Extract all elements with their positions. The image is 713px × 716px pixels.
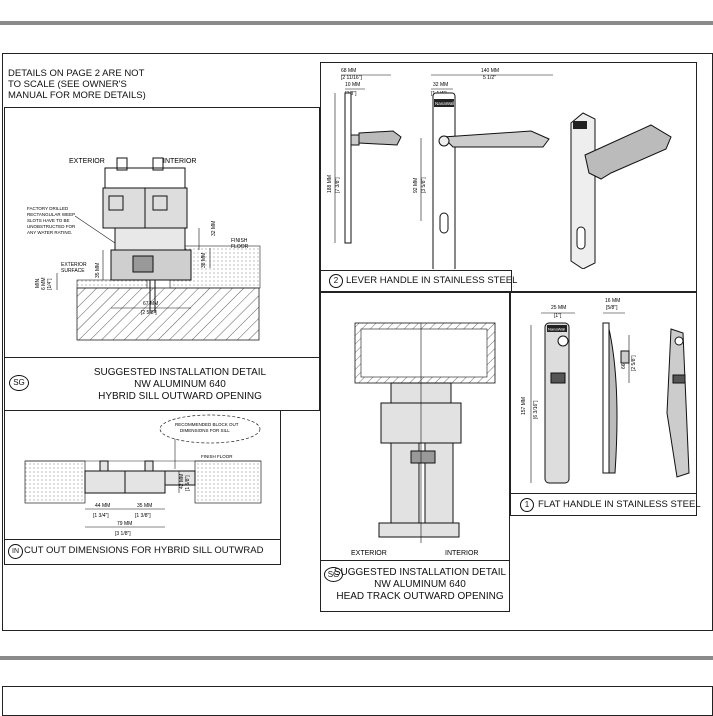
sill-interior-label: INTERIOR xyxy=(163,158,196,165)
scale-note-line-3: MANUAL FOR MORE DETAILS) xyxy=(8,90,146,101)
weep-note-line: UNOBSTRUCTED FOR xyxy=(27,224,76,229)
weep-note-line: SLOTS HAVE TO BE xyxy=(27,218,70,223)
head-interior-label: INTERIOR xyxy=(445,550,478,557)
flat-dim-16: 16 MM xyxy=(605,298,620,304)
flat-dim-157-in: [6 3/16"] xyxy=(533,400,539,419)
lever-dim-32: 32 MM xyxy=(433,82,448,88)
head-caption-box xyxy=(320,560,510,612)
cutout-slab-right xyxy=(194,460,262,504)
cutout-dim-44: 44 MM xyxy=(95,503,110,509)
flat-front-view: NanaWall xyxy=(544,322,570,484)
sill-dim-min-in: [1/4"] xyxy=(47,278,53,290)
head-exterior-label: EXTERIOR xyxy=(351,550,387,557)
flat-dim-66-in: [2 5/8"] xyxy=(631,355,637,371)
flat-dim-25-in: [1"] xyxy=(554,313,562,319)
sill-dim-width-in: [2 5/8"] xyxy=(141,310,157,316)
lever-dim-140-in: 5 1/2" xyxy=(483,75,496,81)
cutout-callout-line: DIMENSIONS FOR SILL xyxy=(180,428,230,433)
lever-front-view: NanaWall xyxy=(432,92,550,269)
lever-perspective-view xyxy=(570,112,672,269)
lever-dim-140: 140 MM xyxy=(481,68,499,74)
weep-note: FACTORY DRILLED RECTANGULAR WEEP SLOTS H… xyxy=(27,206,76,235)
sill-exterior-surface: SURFACE xyxy=(61,268,85,274)
sill-caption-line: HYBRID SILL OUTWARD OPENING xyxy=(98,391,262,402)
cutout-callout-line: RECOMMENDED BLOCK OUT xyxy=(175,422,239,427)
lever-dim-68-in: [2 11/16"] xyxy=(341,75,362,81)
flat-caption-box xyxy=(510,493,697,516)
scale-note-line-2: TO SCALE (SEE OWNER'S xyxy=(8,79,127,90)
head-profile xyxy=(378,382,462,538)
cutout-dim-44-in: [1 3/4"] xyxy=(93,513,109,519)
cutout-caption: CUT OUT DIMENSIONS FOR HYBRID SILL OUTWR… xyxy=(24,545,264,556)
weep-note-line: FACTORY DRILLED xyxy=(27,206,69,211)
flat-dim-25: 25 MM xyxy=(551,305,566,311)
sill-profile xyxy=(102,157,192,313)
cutout-dim-79-in: [3 1/8"] xyxy=(115,531,131,537)
flat-brand: NanaWall xyxy=(548,327,565,332)
flat-handle-drawing: 25 MM [1"] 16 MM [5/8"] 157 MM [6 3/16"]… xyxy=(521,298,690,484)
sill-finish-floor: FINISH xyxy=(231,238,248,244)
sill-dim-min: MIN. xyxy=(35,277,41,288)
sill-detail-drawing: EXTERIOR INTERIOR FACTORY DRILLED RECTAN… xyxy=(27,157,261,341)
head-track-badge: SG xyxy=(324,567,343,582)
lever-dim-92-in: [3 5/8"] xyxy=(421,177,427,193)
flat-side-view xyxy=(602,322,630,474)
sill-dim-35: 35 MM xyxy=(95,263,101,278)
flat-dim-16-in: [5/8"] xyxy=(606,305,618,311)
lever-dim-188: 188 MM xyxy=(327,175,333,193)
cutout-drawing: RECOMMENDED BLOCK OUT DIMENSIONS FOR SIL… xyxy=(24,414,262,537)
lever-dim-188-in: [7 3/8"] xyxy=(335,177,341,193)
flat-caption: FLAT HANDLE IN STAINLESS STEEL xyxy=(538,499,701,510)
lever-caption-box xyxy=(320,270,512,292)
callout-cloud xyxy=(159,414,261,444)
flat-dim-157: 157 MM xyxy=(521,397,527,415)
sill-caption-line: NW ALUMINUM 640 xyxy=(134,379,226,390)
cutout-badge: IN xyxy=(8,544,23,559)
bottom-rule xyxy=(0,656,713,660)
concrete-slab xyxy=(76,287,260,341)
sill-dim-min-mm: 6 MM xyxy=(41,278,47,291)
sill-exterior-label: EXTERIOR xyxy=(69,158,105,165)
sill-exterior-surface: EXTERIOR xyxy=(61,262,87,268)
cutout-slab-left xyxy=(24,460,86,504)
weep-note-line: RECTANGULAR WEEP xyxy=(27,212,75,217)
head-track-drawing: EXTERIOR INTERIOR xyxy=(351,322,496,557)
lever-drawing: 68 MM [2 11/16"] 10 MM [3/8"] 32 MM [1 1… xyxy=(327,68,672,269)
head-caption: SUGGESTED INSTALLATION DETAIL NW ALUMINU… xyxy=(330,567,510,603)
cutout-dim-79: 79 MM xyxy=(117,521,132,527)
scale-note-line-1: DETAILS ON PAGE 2 ARE NOT xyxy=(8,68,145,79)
sill-dim-32: 32 MM xyxy=(211,221,217,236)
head-caption-line: NW ALUMINUM 640 xyxy=(374,579,466,590)
flat-badge: 1 xyxy=(520,498,534,512)
lever-badge: 2 xyxy=(329,274,343,288)
lever-caption: LEVER HANDLE IN STAINLESS STEEL xyxy=(346,275,518,286)
sill-detail-badge: SG xyxy=(9,375,29,391)
lever-brand: NanaWall xyxy=(435,101,454,106)
sill-caption-line: SUGGESTED INSTALLATION DETAIL xyxy=(93,367,267,378)
lever-dim-92: 92 MM xyxy=(413,178,419,193)
sill-finish-floor: FLOOR xyxy=(231,244,249,250)
sill-dim-38: 38 MM xyxy=(201,253,207,268)
cutout-dim-35-in: [1 3/8"] xyxy=(135,513,151,519)
lever-side-view xyxy=(344,92,402,244)
lever-dim-10: 10 MM xyxy=(345,82,360,88)
top-rule xyxy=(0,21,713,25)
sill-dim-width: 67 MM xyxy=(143,301,158,307)
scale-note: DETAILS ON PAGE 2 ARE NOT TO SCALE (SEE … xyxy=(8,68,146,101)
lever-dim-68: 68 MM xyxy=(341,68,356,74)
cutout-finish-floor: FINISH FLOOR xyxy=(201,454,233,459)
next-sheet-frame xyxy=(2,686,713,716)
flat-perspective-view xyxy=(666,328,690,478)
head-caption-line: SUGGESTED INSTALLATION DETAIL xyxy=(333,567,507,578)
head-caption-line: HEAD TRACK OUTWARD OPENING xyxy=(336,591,504,602)
cutout-dim-42: 42 MM xyxy=(179,474,185,489)
cutout-dim-42-in: [1 5/8"] xyxy=(185,475,191,491)
sill-caption: SUGGESTED INSTALLATION DETAIL NW ALUMINU… xyxy=(40,367,320,403)
cutout-dim-35: 35 MM xyxy=(137,503,152,509)
weep-note-line: ANY WATER RATING. xyxy=(27,230,72,235)
cutout-caption-box xyxy=(4,539,281,565)
